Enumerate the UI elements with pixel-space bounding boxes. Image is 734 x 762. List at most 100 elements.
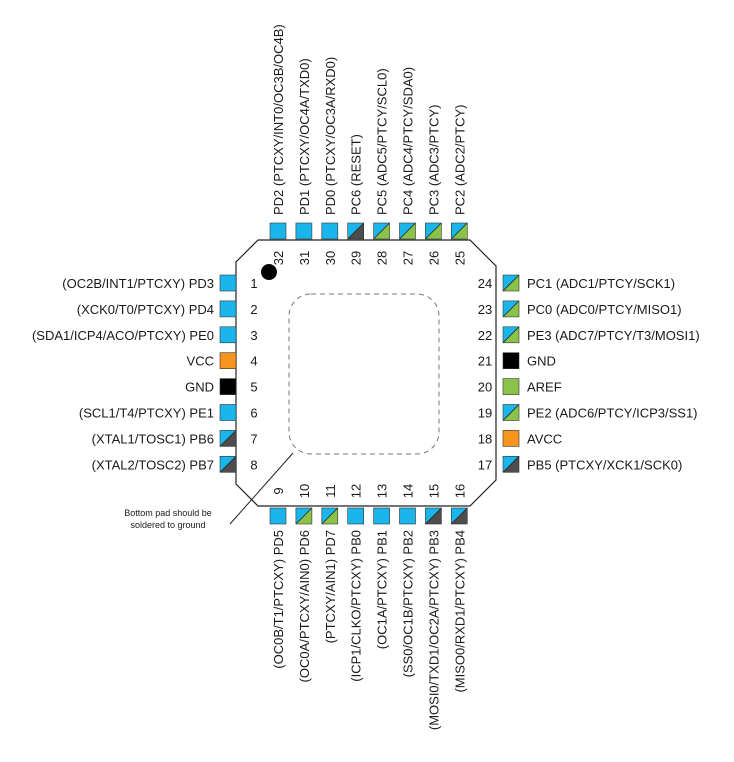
pin-19-square <box>502 404 520 421</box>
pin-6-number: 6 <box>250 406 257 421</box>
pin-17-square <box>502 455 520 473</box>
pin-1-number: 1 <box>250 276 257 291</box>
pin-6-square <box>219 404 237 421</box>
pin-3-square <box>219 326 237 344</box>
pin-5-square <box>219 378 237 395</box>
pin-5-label: GND <box>185 380 214 395</box>
chip-body <box>235 239 497 507</box>
exposed-ground-pad <box>288 293 440 455</box>
pin-1-label: (OC2B/INT1/PTCXY) PD3 <box>62 276 214 291</box>
pin-25-number: 25 <box>452 251 467 265</box>
pin-7-number: 7 <box>250 431 257 446</box>
pin-12-number: 12 <box>349 484 364 498</box>
pin-5-number: 5 <box>250 380 257 395</box>
pin-25-square <box>450 222 468 240</box>
pin-26-number: 26 <box>426 251 441 265</box>
pin-17-number: 17 <box>478 457 492 472</box>
pin-23-number: 23 <box>478 302 492 317</box>
pin-6-label: (SCL1/T4/PTCXY) PE1 <box>79 406 214 421</box>
pin-32-number: 32 <box>271 251 286 265</box>
pin-2-square <box>219 300 237 318</box>
pin-28-number: 28 <box>375 251 390 265</box>
pin-19-label: PE2 (ADC6/PTCY/ICP3/SS1) <box>527 406 698 421</box>
pin-22-label: PE3 (ADC7/PTCY/T3/MOSI1) <box>527 328 700 343</box>
pin-29-square <box>347 222 365 240</box>
pin-12-square <box>347 507 365 525</box>
pin-31-square <box>295 222 313 240</box>
pin-14-number: 14 <box>401 484 416 498</box>
pin-24-label: PC1 (ADC1/PTCY/SCK1) <box>527 276 675 291</box>
pin-28-square <box>373 222 390 240</box>
pin-18-square <box>502 430 520 447</box>
pin-2-number: 2 <box>250 302 257 317</box>
pin-3-number: 3 <box>250 328 257 343</box>
pin-23-square <box>502 300 520 318</box>
pin-13-square <box>373 507 390 525</box>
pin-13-number: 13 <box>375 484 390 498</box>
pin-3-label: (SDA1/ICP4/ACO/PTCXY) PE0 <box>32 328 214 343</box>
pin-21-label: GND <box>527 354 556 369</box>
pin-18-number: 18 <box>478 431 492 446</box>
pin-22-number: 22 <box>478 328 492 343</box>
ground-pad-note-line1: Bottom pad should be <box>124 508 212 518</box>
pin-29-number: 29 <box>349 251 364 265</box>
pin-31-number: 31 <box>297 251 312 265</box>
pin-27-number: 27 <box>401 251 416 265</box>
pin-26-square <box>425 222 442 240</box>
pin-15-number: 15 <box>426 484 441 498</box>
pin-18-label: AVCC <box>527 431 562 446</box>
pin-16-label: (MISO0/RXD1/PTCXY) PB4 <box>452 530 467 693</box>
pins-layer: (OC2B/INT1/PTCXY) PD3 1 (XCK0/T0/PTCXY) PD… <box>32 24 700 730</box>
pin-19-number: 19 <box>478 406 492 421</box>
pin-9-label: (OC0B/T1/PTCXY) PD5 <box>271 530 286 669</box>
pin-14-square <box>399 507 416 525</box>
pin-27-label: PC4 (ADC4/PTCY/SDA0) <box>401 67 416 215</box>
pin-32-square <box>269 222 287 240</box>
pin-4-label: VCC <box>187 354 214 369</box>
pin-30-number: 30 <box>323 251 338 265</box>
pin-30-label: PD0 (PTCXY/OC3A/RXD0) <box>323 57 338 215</box>
pin-7-square <box>219 430 237 447</box>
note-leader-line <box>229 452 294 525</box>
pin-26-label: PC3 (ADC3/PTCY) <box>426 104 441 215</box>
pin-4-square <box>219 352 237 370</box>
pin-24-number: 24 <box>478 276 492 291</box>
pin-17-label: PB5 (PTCXY/XCK1/SCK0) <box>527 457 682 472</box>
pin-21-number: 21 <box>478 354 492 369</box>
pin-23-label: PC0 (ADC0/PTCY/MISO1) <box>527 302 682 317</box>
pin-15-square <box>425 507 442 525</box>
pin-30-square <box>321 222 339 240</box>
pin-20-label: AREF <box>527 380 562 395</box>
pin-10-label: (OC0A/PTCXY/AIN0) PD6 <box>297 530 312 682</box>
pin-8-number: 8 <box>250 457 257 472</box>
pin-10-square <box>295 507 313 525</box>
pin-9-square <box>269 507 287 525</box>
pin-11-number: 11 <box>323 484 338 498</box>
pin-4-number: 4 <box>250 354 257 369</box>
pin1-marker-dot <box>261 264 277 280</box>
ground-pad-note-line2: soldered to ground <box>130 520 205 530</box>
pin-11-square <box>321 507 339 525</box>
pin-25-label: PC2 (ADC2/PTCY) <box>452 104 467 215</box>
pin-28-label: PC5 (ADC5/PTCY/SCL0) <box>375 68 390 215</box>
pin-8-label: (XTAL2/TOSC2) PB7 <box>92 457 214 472</box>
pin-21-square <box>502 352 520 370</box>
pin-11-label: (PTCXY/AIN1) PD7 <box>323 530 338 643</box>
pin-12-label: (ICP1/CLKO/PTCXY) PB0 <box>349 530 364 682</box>
pin-14-label: (SS0/OC1B/PTCXY) PB2 <box>401 530 416 677</box>
pin-27-square <box>399 222 416 240</box>
pin-8-square <box>219 455 237 473</box>
pin-1-square <box>219 274 237 292</box>
pin-16-number: 16 <box>452 484 467 498</box>
pin-20-square <box>502 378 520 395</box>
pin-2-label: (XCK0/T0/PTCXY) PD4 <box>77 302 214 317</box>
pin-20-number: 20 <box>478 380 492 395</box>
pin-22-square <box>502 326 520 344</box>
pin-13-label: (OC1A/PTCXY) PB1 <box>375 530 390 649</box>
pin-15-label: (MOSI0/TXD1/OC2A/PTCXY) PB3 <box>426 530 441 730</box>
pin-10-number: 10 <box>297 484 312 498</box>
pin-7-label: (XTAL1/TOSC1) PB6 <box>92 431 214 446</box>
pin-29-label: PC6 (RESET) <box>349 134 364 215</box>
pin-16-square <box>450 507 468 525</box>
